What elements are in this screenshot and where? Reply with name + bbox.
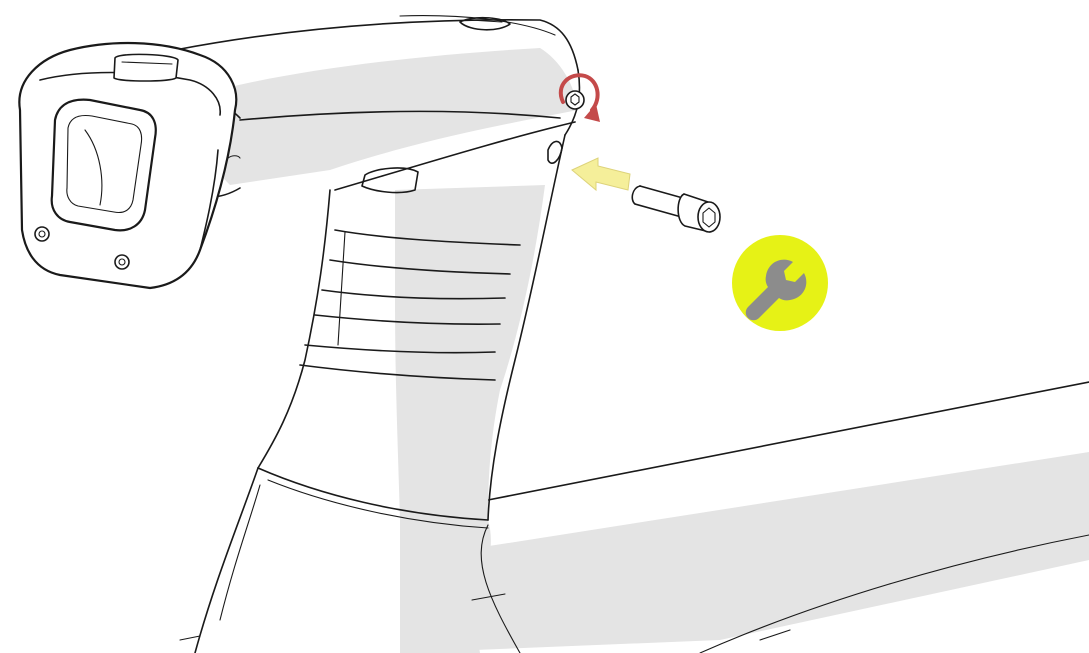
down-tube-hatch-2 [180,636,200,640]
arrow-left-icon [572,158,630,190]
faceplate-top-slot-fill [114,54,178,81]
down-tube-shading [400,520,491,653]
handlebar-faceplate [19,43,240,288]
down-tube-left-edge [195,468,258,653]
tool-badge [732,235,828,331]
stem-shading [180,48,578,185]
insert-arrow [572,158,630,190]
head-tube-assembly [258,135,565,528]
spacer-vertical [338,232,345,345]
down-tube-left-inner [220,485,260,620]
bolt [632,186,720,232]
frame [180,382,1089,653]
top-tube-shadow-line [760,630,790,640]
head-tube-left-edge [258,190,330,468]
